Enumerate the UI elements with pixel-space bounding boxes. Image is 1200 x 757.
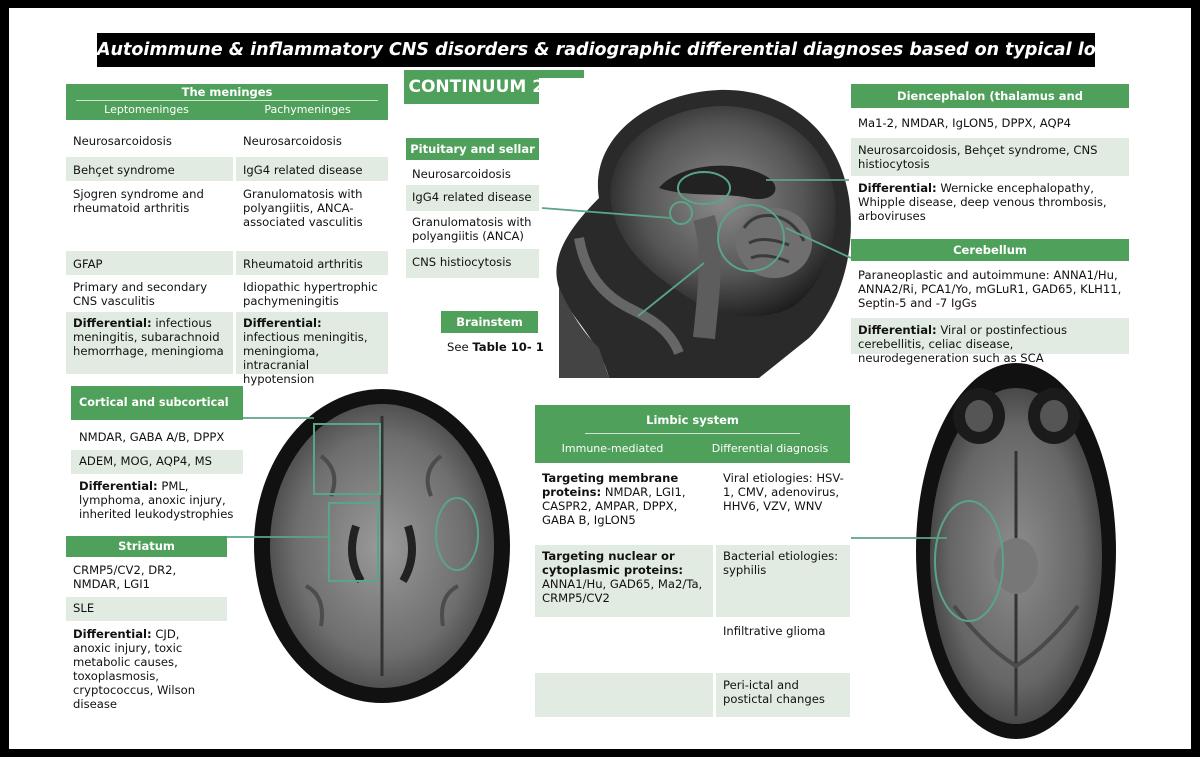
limbic-header: Limbic system Immune-mediated Differenti…: [535, 405, 850, 463]
lepto-diff-label: Differential:: [73, 316, 152, 330]
infographic-frame: Autoimmune & inflammatory CNS disorders …: [8, 7, 1192, 750]
cerebellum-differential: Differential: Viral or postinfectious ce…: [851, 318, 1129, 365]
limbic-nuclear: Targeting nuclear or cytoplasmic protein…: [535, 545, 713, 617]
limbic-empty-cell: [535, 673, 713, 717]
leptomeninges-header: Leptomeninges: [104, 103, 189, 116]
pituitary-item-4: CNS histiocytosis: [406, 249, 539, 278]
membrane-label: Targeting membrane proteins:: [542, 471, 679, 499]
brainstem-header: Brainstem: [441, 311, 538, 333]
page-title: Autoimmune & inflammatory CNS disorders …: [97, 33, 1157, 67]
cortical-box: Cortical and subcortical area NMDAR, GAB…: [71, 386, 243, 527]
limbic-right-3: Infiltrative glioma: [723, 624, 826, 638]
diencephalon-diff-text: Wernicke encephalopathy, Whipple disease…: [858, 181, 1107, 223]
diencephalon-differential: Differential: Wernicke encephalopathy, W…: [851, 176, 1129, 223]
diencephalon-diff-label: Differential:: [858, 181, 937, 195]
cortical-diff-label: Differential:: [79, 479, 158, 493]
diencephalon-header: Diencephalon (thalamus and hypothalamus): [851, 84, 1129, 127]
nuclear-label: Targeting nuclear or cytoplasmic protein…: [542, 549, 684, 577]
meninges-table: The meninges Leptomeninges Pachymeninges…: [66, 84, 388, 386]
striatum-box: Striatum CRMP5/CV2, DR2, NMDAR, LGI1 SLE…: [66, 536, 227, 711]
meninges-title: The meninges: [76, 84, 378, 101]
cerebellum-box: Cerebellum Paraneoplastic and autoimmune…: [851, 239, 1129, 365]
membrane-text: NMDAR, LGI1, CASPR2, AMPAR, DPPX, GABA B…: [542, 485, 686, 527]
brainstem-see: See: [447, 340, 469, 354]
lepto-differential: Differential: infectious meningitis, sub…: [66, 312, 233, 374]
lepto-row-3: Sjogren syndrome and rheumatoid arthriti…: [73, 187, 204, 215]
striatum-item-1: CRMP5/CV2, DR2, NMDAR, LGI1: [73, 563, 177, 591]
cortical-diff-text: PML, lymphoma, anoxic injury, inherited …: [79, 479, 234, 521]
pituitary-header: Pituitary and sellar: [406, 138, 539, 160]
striatum-diff-text: CJD, anoxic injury, toxic metabolic caus…: [73, 627, 196, 711]
nuclear-text: ANNA1/Hu, GAD65, Ma2/Ta, CRMP5/CV2: [542, 577, 703, 605]
lepto-row-5: Primary and secondary CNS vasculitis: [73, 280, 208, 308]
lepto-row-4: GFAP: [66, 251, 233, 275]
limbic-right-4: Peri-ictal and postictal changes: [716, 673, 850, 717]
meninges-header: The meninges Leptomeninges Pachymeninges: [66, 84, 388, 120]
limbic-title: Limbic system: [585, 405, 800, 434]
lepto-row-2: Behçet syndrome: [66, 157, 233, 181]
cortical-item-2: ADEM, MOG, AQP4, MS: [71, 450, 243, 474]
axial-mri-right-image: [916, 363, 1116, 739]
pituitary-box: Pituitary and sellar Neurosarcoidosis Ig…: [406, 138, 539, 278]
limbic-table: Limbic system Immune-mediated Differenti…: [535, 405, 850, 717]
cerebellum-header: Cerebellum: [851, 239, 1129, 261]
striatum-differential: Differential: CJD, anoxic injury, toxic …: [66, 621, 227, 711]
brainstem-note: See Table 10- 1: [447, 340, 587, 354]
pachymeninges-header: Pachymeninges: [264, 103, 351, 116]
pachy-row-3: Granulomatosis with polyangiitis, ANCA-a…: [243, 187, 363, 229]
lepto-row-1: Neurosarcoidosis: [73, 134, 172, 148]
pituitary-item-1: Neurosarcoidosis: [412, 167, 511, 181]
limbic-membrane: Targeting membrane proteins: NMDAR, LGI1…: [542, 471, 712, 527]
pachy-diff-text: infectious meningitis, meningioma, intra…: [243, 330, 368, 386]
pachy-row-5: Idiopathic hypertrophic pachymeningitis: [243, 280, 378, 308]
pachy-diff-label: Differential:: [243, 316, 322, 330]
cortical-differential: Differential: PML, lymphoma, anoxic inju…: [71, 474, 243, 527]
limbic-right-2: Bacterial etiologies: syphilis: [716, 545, 850, 617]
lepto-diff-text: infectious meningitis, subarachnoid hemo…: [73, 316, 224, 358]
sagittal-mri-image: [539, 78, 859, 378]
immune-mediated-header: Immune-mediated: [561, 442, 664, 455]
pituitary-item-2: IgG4 related disease: [406, 185, 539, 211]
pachy-row-1: Neurosarcoidosis: [243, 134, 342, 148]
striatum-item-2: SLE: [66, 597, 227, 621]
pachy-row-2: IgG4 related disease: [236, 157, 388, 181]
striatum-header: Striatum: [66, 536, 227, 557]
pituitary-item-3: Granulomatosis with polyangiitis (ANCA): [412, 215, 532, 243]
differential-diagnosis-header: Differential diagnosis: [711, 442, 829, 455]
axial-mri-left-image: [254, 389, 510, 703]
cerebellum-diff-label: Differential:: [858, 323, 937, 337]
striatum-diff-label: Differential:: [73, 627, 152, 641]
cortical-header: Cortical and subcortical area: [71, 386, 243, 443]
limbic-right-1: Viral etiologies: HSV-1, CMV, adenovirus…: [723, 471, 844, 513]
diencephalon-item-1: Ma1-2, NMDAR, IgLON5, DPPX, AQP4: [858, 116, 1071, 130]
pachy-differential: Differential: infectious meningitis, men…: [236, 312, 388, 386]
diencephalon-box: Diencephalon (thalamus and hypothalamus)…: [851, 84, 1129, 223]
diencephalon-item-2: Neurosarcoidosis, Behçet syndrome, CNS h…: [851, 138, 1129, 176]
cerebellum-item-1: Paraneoplastic and autoimmune: ANNA1/Hu,…: [858, 268, 1122, 310]
cortical-item-1: NMDAR, GABA A/B, DPPX: [79, 430, 225, 444]
continuum-badge: CONTINUUM 2023: [404, 70, 584, 104]
connector-lines: [227, 179, 947, 539]
brainstem-table-ref: Table 10- 1: [472, 340, 544, 354]
pachy-row-4: Rheumatoid arthritis: [236, 251, 388, 275]
cerebellum-diff-text: Viral or postinfectious cerebellitis, ce…: [858, 323, 1067, 365]
